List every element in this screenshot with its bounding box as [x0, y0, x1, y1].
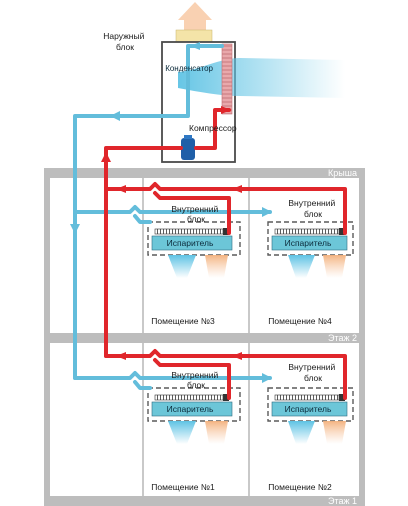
room1-label: Помещение №1	[151, 482, 215, 492]
compressor-icon	[181, 138, 195, 160]
cool-air-flow	[178, 58, 345, 98]
evaporator-bar-room2	[271, 401, 348, 417]
indoor-unit-label-room2: Внутренний блок	[288, 362, 337, 383]
evaporator-bar-room3	[151, 235, 233, 251]
air-outflows	[168, 255, 346, 444]
indoor-unit-label-room4: Внутренний блок	[288, 198, 337, 219]
room3-label: Помещение №3	[151, 316, 215, 326]
roof-label: Крыша	[328, 168, 357, 178]
evaporator-label-room2: Испаритель	[285, 404, 332, 414]
building-frame	[44, 168, 365, 506]
outdoor-unit-label: Наружный блок	[103, 31, 146, 52]
evaporator-bar-room4	[271, 235, 348, 251]
room4-label: Помещение №4	[268, 316, 332, 326]
condenser-coil	[221, 43, 233, 115]
outdoor-fan	[175, 29, 213, 43]
indoor-unit-label-room3: Внутренний блок	[171, 204, 220, 224]
hot-air-exhaust	[178, 2, 212, 30]
floor1-label: Этаж 1	[328, 496, 357, 506]
evaporator-label-room4: Испаритель	[285, 238, 332, 248]
hot-flow-arrows	[101, 106, 242, 360]
indoor-unit-label-room1: Внутренний блок	[171, 370, 220, 390]
evaporator-bar-room1	[151, 401, 233, 417]
room2-label: Помещение №2	[268, 482, 332, 492]
floor2-label: Этаж 2	[328, 333, 357, 343]
compressor-label: Компрессор	[189, 123, 237, 133]
cold-flow-arrows	[70, 42, 272, 383]
room-walls	[142, 178, 250, 496]
evaporator-label-room3: Испаритель	[167, 238, 214, 248]
condenser-label: Конденсатор	[165, 64, 213, 73]
evaporator-label-room1: Испаритель	[167, 404, 214, 414]
